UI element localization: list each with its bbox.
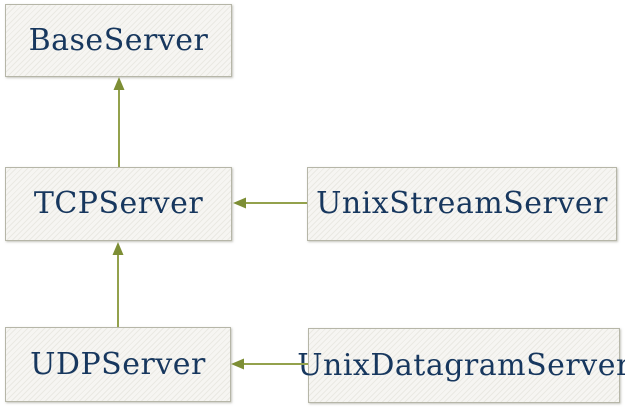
node-tcpserver-label: TCPServer — [33, 186, 204, 221]
node-unixstreamserver-label: UnixStreamServer — [316, 186, 608, 221]
arrow-tcpserver-to-baseserver — [113, 77, 125, 167]
arrow-udpserver-to-tcpserver — [112, 242, 124, 327]
node-unixstreamserver: UnixStreamServer — [307, 167, 617, 241]
node-tcpserver: TCPServer — [5, 167, 232, 241]
node-baseserver: BaseServer — [5, 4, 232, 77]
node-udpserver-label: UDPServer — [30, 346, 206, 382]
node-unixdatagramserver-label: UnixDatagramServer — [297, 347, 625, 383]
node-udpserver: UDPServer — [5, 327, 231, 402]
node-unixdatagramserver: UnixDatagramServer — [297, 328, 625, 403]
node-baseserver-label: BaseServer — [28, 22, 209, 58]
arrow-unixstreamserver-to-tcpserver — [233, 197, 307, 209]
